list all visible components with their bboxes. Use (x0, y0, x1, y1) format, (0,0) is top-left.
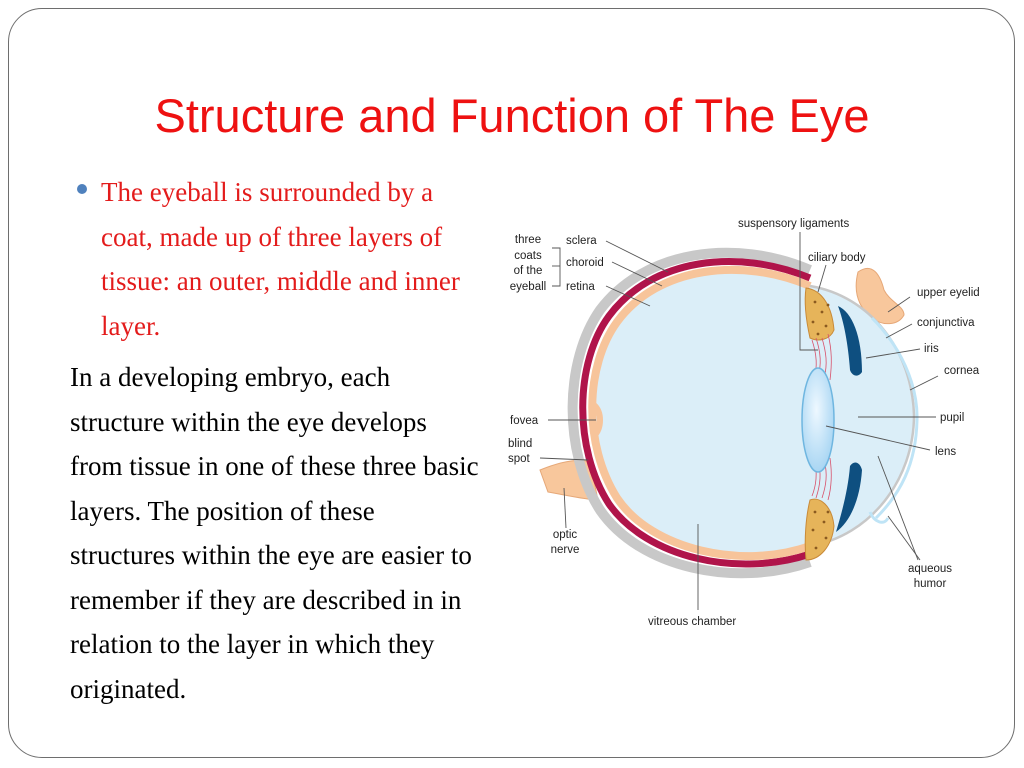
choroid-shape (579, 258, 812, 568)
label-choroid: choroid (566, 257, 604, 269)
body-paragraph: In a developing embryo, each structure w… (70, 362, 479, 704)
retina-shape (588, 265, 812, 560)
lens-shape (801, 367, 835, 473)
label-aqueous-humor: aqueous (908, 563, 952, 575)
ciliary-body-lower (804, 498, 835, 561)
iris-lower (836, 462, 862, 532)
label-suspensory-ligaments: suspensory ligaments (738, 218, 849, 230)
label-vitreous-chamber: vitreous chamber (648, 616, 736, 628)
conjunctiva-shape (870, 316, 919, 520)
label-cornea: cornea (944, 365, 980, 377)
label-ciliary-body: ciliary body (808, 252, 866, 264)
fovea-shape (591, 402, 603, 439)
label-upper-eyelid: upper eyelid (917, 287, 980, 299)
bullet-paragraph: The eyeball is surrounded by a coat, mad… (101, 177, 460, 341)
label-fovea: fovea (510, 415, 539, 427)
bullet-icon (77, 184, 87, 194)
eye-diagram: three coats of the eyeball sclera choroi… (508, 218, 980, 628)
label-optic-nerve-2: nerve (551, 544, 580, 556)
label-conjunctiva: conjunctiva (917, 317, 975, 329)
label-optic-nerve: optic (553, 529, 578, 541)
label-retina: retina (566, 281, 595, 293)
slide-title: Structure and Function of The Eye (154, 89, 870, 142)
iris-upper (838, 306, 862, 376)
label-blind-spot: blind (508, 438, 532, 450)
label-three-coats-2: coats (514, 250, 542, 262)
label-aqueous-humor-2: humor (914, 578, 947, 590)
lower-conjunctiva-shape (868, 511, 890, 524)
label-lens: lens (935, 446, 956, 458)
label-sclera: sclera (566, 235, 597, 247)
sclera-shape (567, 247, 812, 579)
label-blind-spot-2: spot (508, 453, 531, 465)
label-iris: iris (924, 343, 939, 355)
label-three-coats: three (515, 234, 541, 246)
label-pupil: pupil (940, 412, 964, 424)
label-three-coats-3: of the (514, 265, 543, 277)
label-three-coats-4: eyeball (510, 281, 546, 293)
